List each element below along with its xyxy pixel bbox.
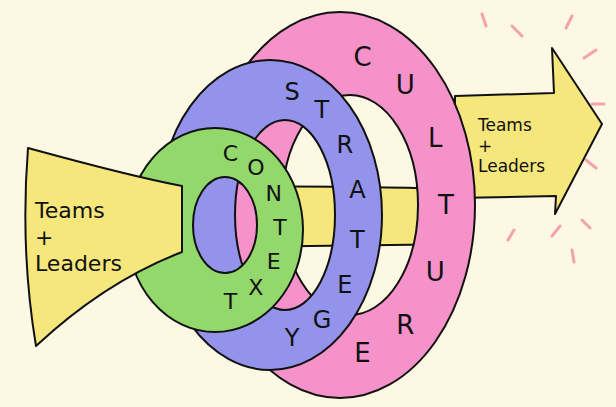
ring-letter: U [426, 259, 445, 285]
ring-label: CULTURE [199, 6, 481, 404]
ring-letter: A [349, 178, 365, 202]
ring-letter: T [350, 228, 365, 252]
ring-letter: T [438, 192, 454, 218]
ring-letter: E [354, 340, 370, 366]
ring-letter: S [284, 80, 299, 104]
ring-label: CONTEXT [120, 122, 310, 338]
arrow-label: Teams + Leaders [478, 115, 544, 176]
input-arrow: Teams + Leaders [18, 140, 188, 355]
arrow-shaft [150, 187, 470, 248]
ring-band [205, 12, 475, 398]
ring-band [127, 128, 303, 332]
arrow-label: Teams + Leaders [35, 198, 119, 277]
ring-letter: G [313, 308, 332, 332]
ring-letter: X [248, 277, 263, 299]
ring-letter: R [337, 133, 354, 157]
ring-letter: T [273, 217, 286, 239]
ring-letter: R [396, 312, 414, 338]
ring-band [158, 60, 382, 370]
ring-letter: E [267, 251, 281, 273]
strategy-ring-outline [152, 54, 388, 376]
ring-letter: E [337, 273, 352, 297]
ring-letter: U [396, 72, 415, 98]
strategy-ring: STRATEGY [152, 54, 388, 376]
ring-letter: O [247, 157, 264, 179]
ring-letter: L [428, 125, 443, 151]
ring-letter: T [315, 98, 330, 122]
ring-letter: C [353, 44, 371, 70]
ring-letter: N [265, 183, 281, 205]
ring-label: STRATEGY [152, 54, 388, 376]
arrow-outline [25, 148, 182, 346]
context-ring: CONTEXT [120, 122, 310, 338]
ring-letter: C [223, 143, 238, 165]
culture-ring: CULTURE [199, 6, 481, 404]
ring-letter: T [224, 291, 237, 313]
ring-letter: Y [285, 326, 300, 350]
output-arrow: Teams + Leaders [450, 40, 608, 222]
arrow-outline [455, 48, 602, 214]
sparkle-marks [482, 14, 604, 262]
